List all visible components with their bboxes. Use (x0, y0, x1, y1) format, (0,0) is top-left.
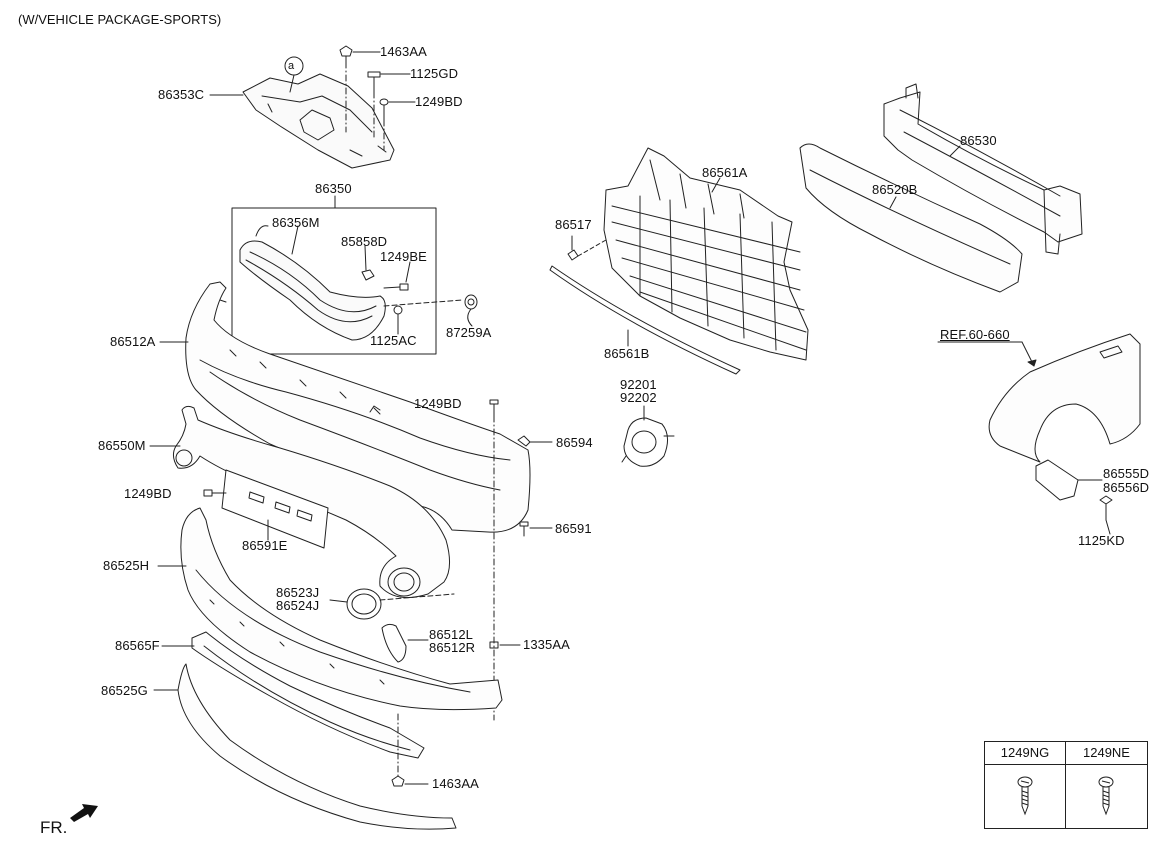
label-92202: 92202 (620, 390, 657, 405)
bolt-1125GD (367, 71, 411, 93)
label-86520B: 86520B (872, 182, 918, 197)
label-86594: 86594 (556, 435, 593, 450)
label-86512L: 86512L (429, 627, 473, 642)
diagram-title: (W/VEHICLE PACKAGE-SPORTS) (18, 12, 222, 27)
screw-1249BE (383, 261, 411, 291)
grille-molding-part (549, 265, 741, 375)
label-85858D: 85858D (341, 234, 388, 249)
radiator-cover-part (242, 56, 395, 169)
screw-icon (1017, 776, 1033, 816)
label-86523J: 86523J (276, 585, 320, 600)
fog-lamp-part (621, 417, 675, 467)
label-86565F: 86565F (115, 638, 160, 653)
label-86356M: 86356M (272, 215, 320, 230)
impact-beam-part (883, 83, 1083, 255)
clip-85858D (361, 245, 375, 281)
side-trim-part (381, 623, 407, 663)
fog-lamp-ring (346, 588, 382, 620)
bolt-1125KD (1099, 495, 1113, 535)
label-86556D: 86556D (1103, 480, 1150, 495)
fender-bracket-part (1035, 459, 1079, 501)
legend-cell-1249NG: 1249NG (985, 742, 1066, 828)
screw-86591 (519, 521, 553, 537)
grille-assy-box (231, 207, 437, 355)
fastener-1463AA-top (339, 45, 381, 63)
label-86350: 86350 (315, 181, 352, 196)
label-1335AA: 1335AA (523, 637, 570, 652)
label-86591: 86591 (555, 521, 592, 536)
label-1125AC: 1125AC (370, 333, 417, 348)
label-87259A: 87259A (446, 325, 492, 340)
bolt-1249BD-left (203, 489, 227, 497)
legend-header-1249NG: 1249NG (985, 742, 1065, 765)
label-86353C: 86353C (158, 87, 205, 102)
front-arrow-icon (70, 804, 98, 822)
label-86591E: 86591E (242, 538, 288, 553)
label-86561A: 86561A (702, 165, 748, 180)
label-1463AA-top: 1463AA (380, 44, 427, 59)
bolt-1249BD-mid (489, 399, 499, 417)
skid-plate-part (191, 631, 425, 759)
fastener-legend-table: 1249NG 1249NE (984, 741, 1148, 829)
energy-absorber-part (799, 143, 1023, 293)
bolt-1249BD-top (379, 98, 416, 121)
fender-part (988, 333, 1141, 463)
reference-label: REF.60-660 (940, 327, 1010, 342)
lower-lip-part (177, 663, 457, 830)
label-1249BD-top: 1249BD (415, 94, 463, 109)
radiator-grille-part (239, 225, 386, 341)
label-1249BD-left: 1249BD (124, 486, 172, 501)
label-1125KD: 1125KD (1078, 533, 1125, 548)
label-86555D: 86555D (1103, 466, 1150, 481)
legend-header-1249NE: 1249NE (1066, 742, 1147, 765)
label-1249BE: 1249BE (380, 249, 427, 264)
front-marker: FR. (40, 818, 68, 837)
label-1125GD: 1125GD (410, 66, 459, 81)
legend-cell-1249NE: 1249NE (1066, 742, 1147, 828)
license-plate-bracket (221, 469, 329, 549)
label-86512A: 86512A (110, 334, 156, 349)
label-86517: 86517 (555, 217, 592, 232)
fastener-1463AA-bottom (391, 775, 429, 787)
lower-cover-part (180, 507, 503, 711)
clip-86517 (567, 235, 607, 261)
label-86530: 86530 (960, 133, 997, 148)
upper-grille-part (603, 147, 809, 361)
label-86550M: 86550M (98, 438, 146, 453)
label-86525G: 86525G (101, 683, 148, 698)
clip-86594 (517, 435, 553, 447)
nut-1125AC (393, 305, 403, 335)
clip-1335AA (489, 641, 521, 649)
label-86524J: 86524J (276, 598, 320, 613)
label-1249BD-mid: 1249BD (414, 396, 462, 411)
label-1463AA-bottom: 1463AA (432, 776, 479, 791)
front-bumper-cover (185, 281, 531, 533)
label-86512R: 86512R (429, 640, 476, 655)
screw-icon (1098, 776, 1114, 816)
clip-87259A (464, 294, 478, 327)
label-86525H: 86525H (103, 558, 150, 573)
label-92201: 92201 (620, 377, 657, 392)
label-86561B: 86561B (604, 346, 650, 361)
circle-marker-label: a (288, 60, 295, 72)
